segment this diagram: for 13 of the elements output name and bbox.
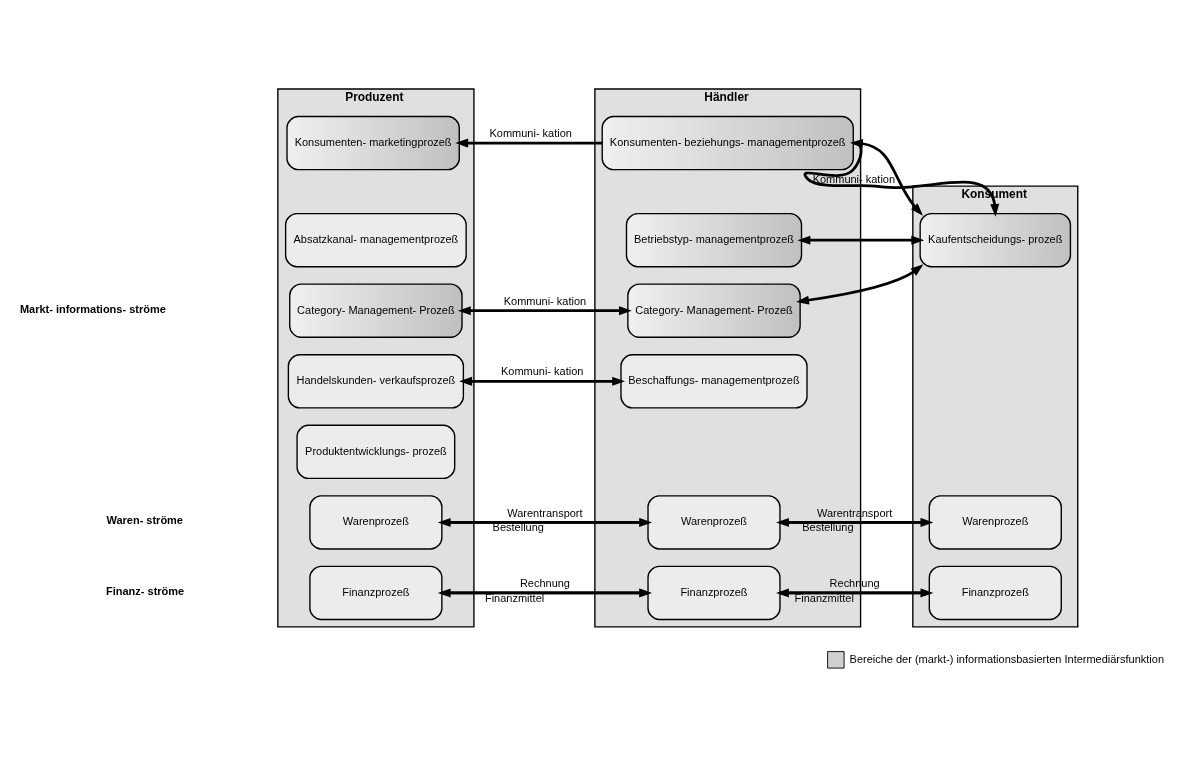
edge-label: Warentransport — [507, 506, 583, 519]
edge-label: Kommuni- kation — [503, 294, 587, 307]
legend-label: Bereiche der (markt-) informationsbasierten Intermediärsfunktion — [849, 652, 1165, 665]
edge-label: Bestellung — [492, 521, 544, 534]
label: Finanz- ströme — [106, 584, 185, 597]
label: Waren- ströme — [106, 514, 183, 527]
edge-label: Bestellung — [802, 521, 854, 534]
edge-label: Kommuni- kation — [489, 127, 572, 140]
edge-label: Kommuni- kation — [500, 365, 584, 378]
edge-label: Rechnung — [519, 577, 570, 590]
edge-label: Finanzmittel — [794, 591, 854, 604]
edge-label: Finanzmittel — [484, 591, 545, 604]
label: Markt- informations- ströme — [19, 302, 166, 315]
